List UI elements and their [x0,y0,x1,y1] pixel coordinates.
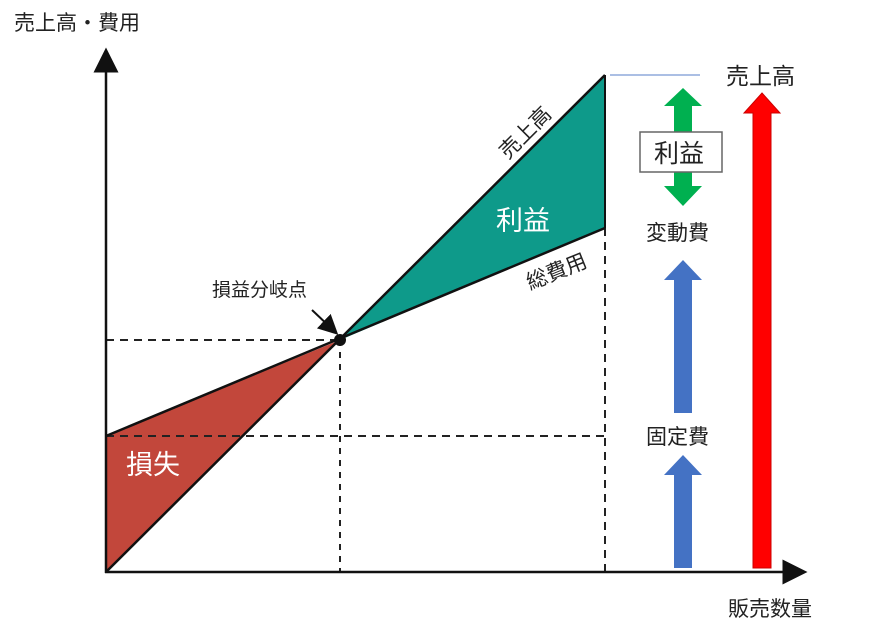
profit-box [639,131,723,173]
profit-region-label: 利益 [496,206,550,237]
legend-sales-label: 売上高 [726,64,795,90]
break-even-label: 損益分岐点 [212,279,307,301]
sales-line [105,74,606,573]
loss-region-label: 損失 [126,450,180,481]
legend-variable-cost-label: 変動費 [646,221,709,245]
total-cost-line [105,226,606,438]
break-even-pointer [311,309,339,335]
variable-cost-arrow [664,260,702,413]
break-even-point [334,334,346,346]
legend-profit-label: 利益 [654,139,704,168]
fixed-cost-arrow [664,455,702,568]
legend-fixed-cost-label: 固定費 [646,425,709,449]
y-axis-label: 売上高・費用 [14,11,140,35]
sales-arrow [742,92,782,569]
x-axis-label: 販売数量 [728,597,812,621]
